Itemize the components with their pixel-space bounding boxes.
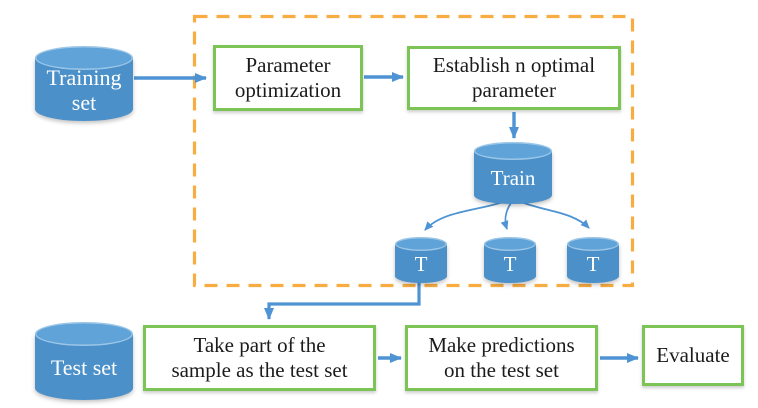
label-line: optimization: [234, 78, 342, 102]
label-line: on the test set: [444, 358, 559, 382]
test-set-label: Test set: [35, 334, 133, 400]
label-line: T: [414, 251, 428, 276]
label-line: Make predictions: [428, 333, 575, 357]
cylinder-top-ellipse: [35, 46, 133, 70]
take-part-of-sample-box: Take part of the sample as the test set: [143, 325, 376, 391]
label-line: T: [586, 251, 600, 276]
evaluate-box: Evaluate: [642, 325, 744, 386]
training-set-cylinder: Training set: [35, 46, 133, 121]
arrow-train-to-t3: [520, 201, 590, 229]
training-set-label: Training set: [35, 58, 133, 121]
arrow-train-to-t1: [424, 201, 504, 231]
label-line: Parameter: [245, 53, 331, 77]
label-line: set: [71, 89, 97, 115]
cylinder-top-ellipse: [35, 322, 133, 346]
t-model-cylinder-3: T: [567, 237, 619, 283]
label-line: T: [503, 251, 517, 276]
train-cylinder: Train: [474, 142, 552, 204]
arrow-train-to-t2: [500, 202, 512, 230]
t-model-1-label: T: [395, 244, 447, 283]
label-line: Evaluate: [656, 343, 730, 367]
train-label: Train: [474, 151, 552, 204]
establish-n-optimal-parameter-box: Establish n optimal parameter: [407, 46, 621, 110]
label-line: Training: [46, 64, 122, 90]
make-predictions-box: Make predictions on the test set: [405, 325, 598, 391]
label-line: Test set: [50, 354, 118, 380]
label-line: parameter: [472, 78, 556, 102]
label-line: Train: [490, 165, 536, 190]
label-line: Take part of the: [193, 333, 326, 357]
label-line: sample as the test set: [171, 358, 348, 382]
label-line: Establish n optimal: [432, 53, 596, 77]
t-model-cylinder-2: T: [484, 237, 536, 283]
test-set-cylinder: Test set: [35, 322, 133, 400]
t-model-2-label: T: [484, 244, 536, 283]
t-model-cylinder-1: T: [395, 237, 447, 283]
parameter-optimization-box: Parameter optimization: [213, 45, 363, 111]
arrow-t1-to-take-part: [264, 281, 421, 320]
t-model-3-label: T: [567, 244, 619, 283]
